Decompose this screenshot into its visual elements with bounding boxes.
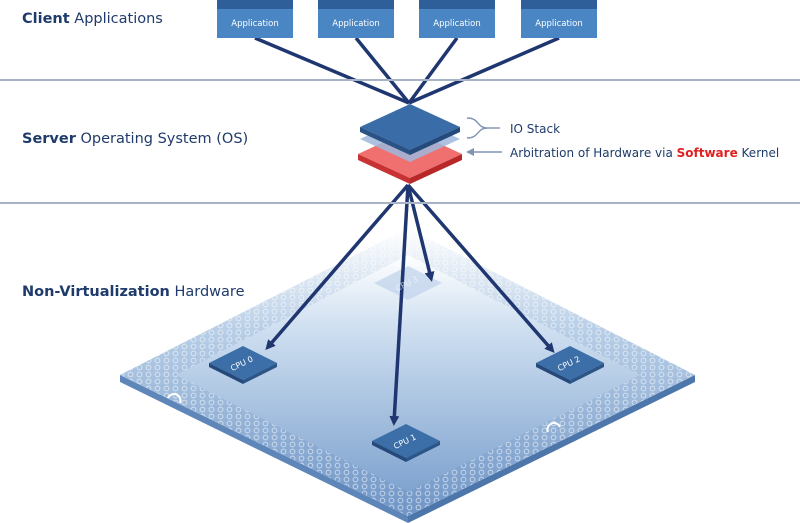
arbitration-prefix: Arbitration of Hardware via bbox=[510, 146, 677, 160]
app-to-os-lines bbox=[254, 36, 560, 105]
application-box-1: Application bbox=[217, 0, 293, 38]
client-layer-label: Client Applications bbox=[22, 11, 163, 27]
os-to-cpu-arrows bbox=[265, 183, 555, 426]
cpu-chip-2 bbox=[536, 346, 604, 384]
application-label: Application bbox=[535, 18, 583, 29]
cpu-chip-0 bbox=[209, 346, 277, 384]
io-stack-bracket bbox=[466, 117, 500, 139]
hardware-label-bold: Non-Virtualization bbox=[22, 284, 170, 300]
io-stack-layer bbox=[360, 104, 460, 162]
arbitration-highlight: Software bbox=[676, 146, 738, 160]
divider-top bbox=[0, 79, 800, 81]
kernel-pointer bbox=[466, 148, 502, 156]
server-layer-label: Server Operating System (OS) bbox=[22, 131, 248, 147]
io-stack-label: IO Stack bbox=[510, 122, 561, 136]
application-box-4: Application bbox=[521, 0, 597, 38]
divider-bottom bbox=[0, 202, 800, 204]
cpu-chip-1 bbox=[372, 424, 440, 462]
hardware-label-rest: Hardware bbox=[169, 284, 245, 300]
application-label: Application bbox=[332, 18, 380, 29]
hardware-layer-label: Non-Virtualization Hardware bbox=[22, 284, 245, 300]
application-label: Application bbox=[433, 18, 481, 29]
client-label-bold: Client bbox=[22, 11, 70, 27]
server-label-rest: Operating System (OS) bbox=[75, 131, 249, 147]
application-box-2: Application bbox=[318, 0, 394, 38]
client-label-rest: Applications bbox=[69, 11, 163, 27]
server-label-bold: Server bbox=[22, 131, 76, 147]
arbitration-label: Arbitration of Hardware via Software Ker… bbox=[510, 146, 779, 160]
application-box-3: Application bbox=[419, 0, 495, 38]
os-stack bbox=[358, 104, 462, 184]
arbitration-suffix: Kernel bbox=[737, 146, 780, 160]
cpu-board bbox=[120, 228, 695, 523]
application-label: Application bbox=[231, 18, 279, 29]
